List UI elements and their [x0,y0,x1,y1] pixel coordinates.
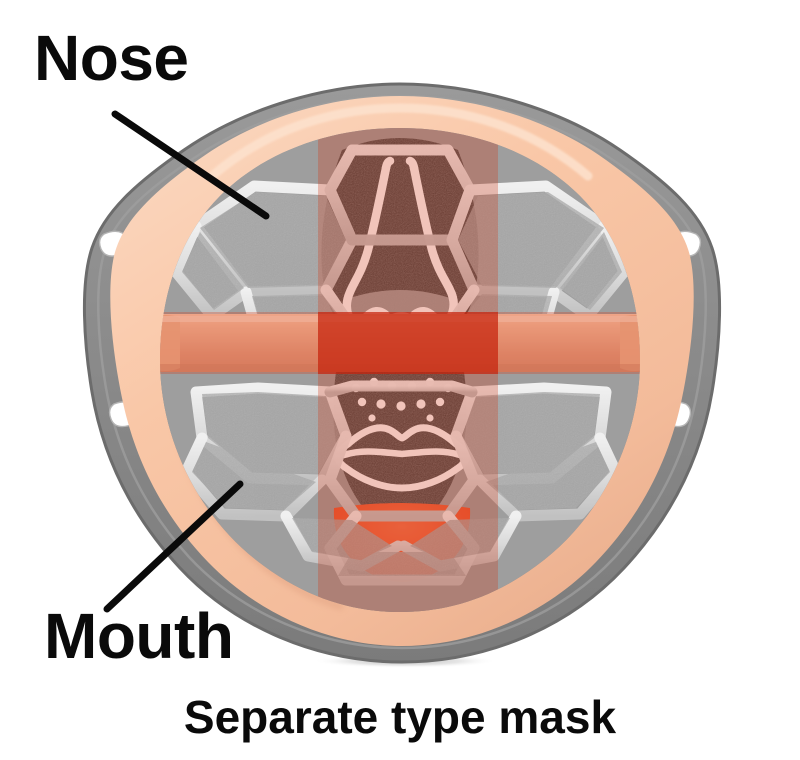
label-nose: Nose [34,22,189,94]
red-highlight-bands [160,128,640,612]
leader-lines [103,110,270,613]
upper-filter-mesh [170,144,630,315]
label-mouth: Mouth [44,600,234,672]
leader-line-nose [111,110,270,220]
red-band-intersection [318,312,498,374]
shell-inner-bevel [97,94,707,650]
caption-separate-type-mask: Separate type mask [183,691,617,743]
lower-filter-mesh [180,378,622,586]
leader-line-mouth [103,480,244,613]
cushion-highlight-top [207,103,593,181]
mask-interior [160,128,640,612]
